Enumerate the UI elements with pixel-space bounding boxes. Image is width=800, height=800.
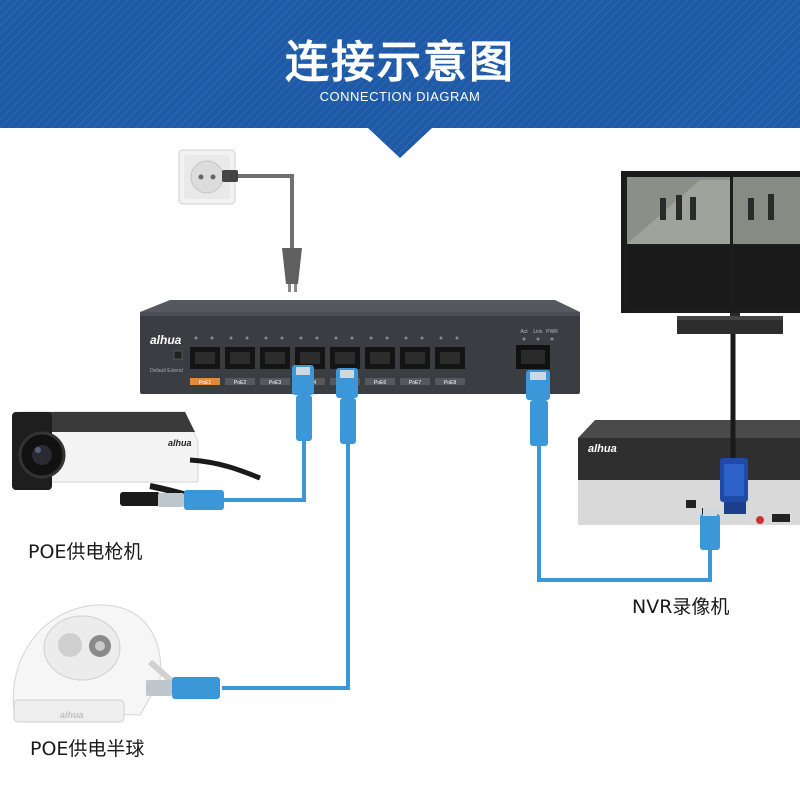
switch-port-group: PoE1PoE2PoE3PoE4PoE5PoE6PoE7PoE8 [190, 336, 465, 387]
page-subtitle: CONNECTION DIAGRAM [319, 89, 481, 104]
uplink-port[interactable] [516, 345, 550, 369]
bullet-camera-label: POE供电枪机 [28, 541, 143, 563]
uplink-indicator-led [522, 337, 526, 341]
page-title: 连接示意图 [285, 37, 515, 88]
switch-port-1[interactable]: PoE1 [190, 336, 220, 387]
monitor [621, 171, 800, 334]
nvr-vga-port[interactable] [724, 500, 746, 514]
wall-socket [178, 149, 236, 205]
switch-port-label: PoE6 [374, 380, 386, 386]
switch-port-3[interactable]: PoE3 [260, 336, 290, 387]
vga-cable [720, 334, 748, 502]
header-banner: 连接示意图 CONNECTION DIAGRAM [0, 0, 800, 158]
nvr-label: NVR录像机 [632, 596, 730, 618]
uplink-indicator-led [550, 337, 554, 341]
header-background [0, 0, 800, 158]
cable-dome-camera [146, 368, 358, 699]
switch-port-label: PoE3 [269, 380, 281, 386]
nvr-brand-logo: alhua [588, 443, 617, 455]
uplink-indicator-led [536, 337, 540, 341]
switch-port-6[interactable]: PoE6 [365, 336, 395, 387]
nvr-recorder: alhua [578, 420, 800, 525]
uplink-indicator-label: Act [520, 329, 528, 335]
nvr-power-port[interactable] [686, 500, 696, 508]
switch-port-label: PoE7 [409, 380, 421, 386]
switch-port-label: PoE1 [199, 380, 211, 386]
switch-port-label: PoE2 [234, 380, 246, 386]
switch-port-label: PoE8 [444, 380, 456, 386]
switch-port-2[interactable]: PoE2 [225, 336, 255, 387]
nvr-hdmi-port[interactable] [772, 514, 790, 522]
poe-switch: alhua Default Extend PoE1PoE2PoE3PoE4PoE… [140, 300, 580, 394]
cable-bullet-camera [158, 365, 314, 510]
uplink-indicator-label: Link [533, 329, 543, 335]
bullet-camera: alhua [12, 411, 261, 506]
default-extend-label: Default Extend [150, 368, 183, 374]
switch-brand-logo: alhua [150, 333, 182, 347]
dome-camera-brand-logo: alhua [60, 710, 84, 720]
cable-nvr [526, 370, 720, 582]
power-cord [222, 170, 302, 292]
dome-camera-label: POE供电半球 [30, 738, 145, 760]
switch-port-8[interactable]: PoE8 [435, 336, 465, 387]
switch-port-7[interactable]: PoE7 [400, 336, 430, 387]
dome-camera: alhua [12, 604, 177, 723]
bullet-camera-brand-logo: alhua [168, 438, 192, 448]
default-extend-switch[interactable] [173, 350, 183, 360]
uplink-indicator-label: PWR [546, 329, 558, 335]
